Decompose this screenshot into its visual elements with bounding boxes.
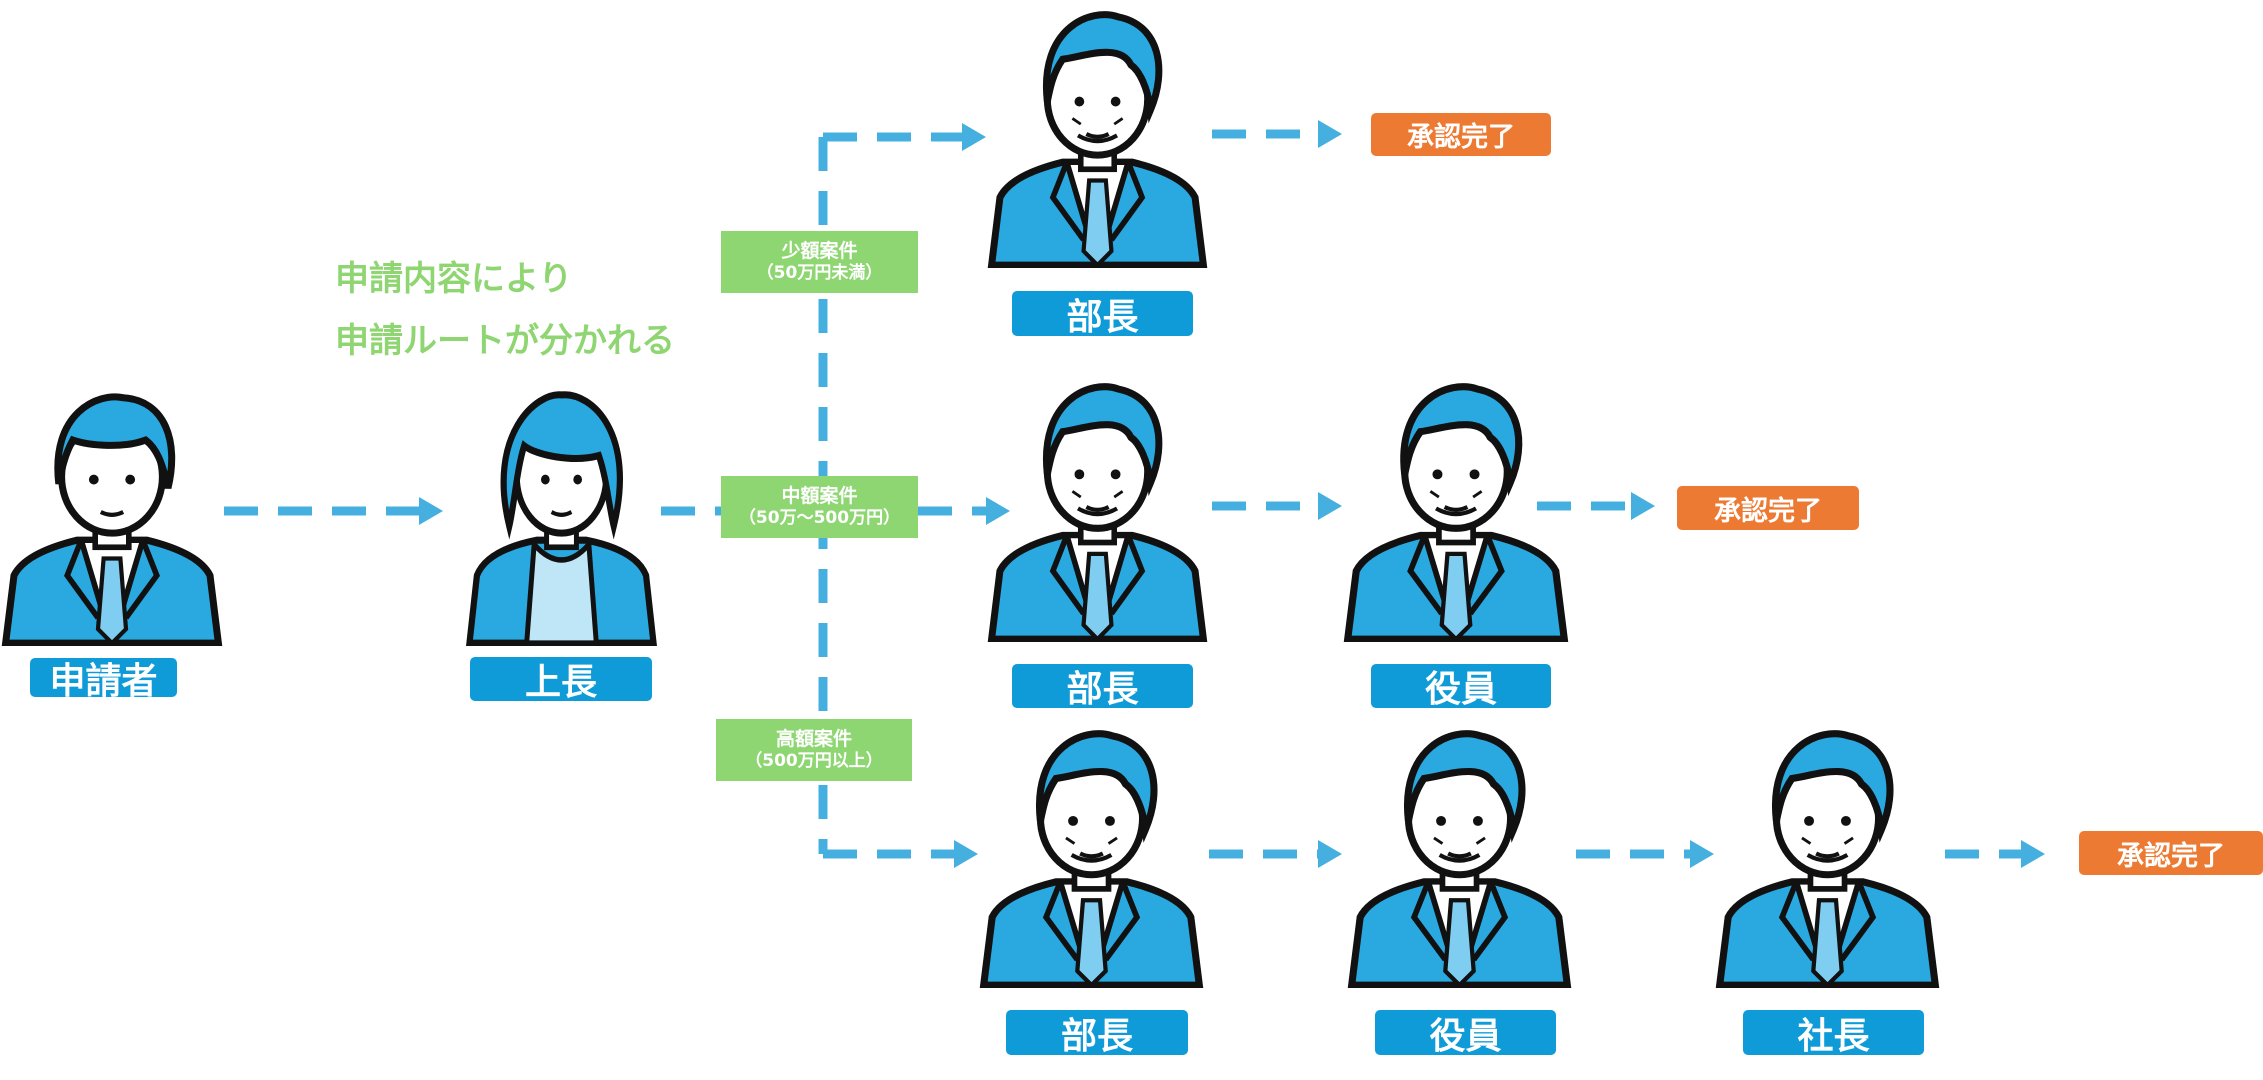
arrow-manager-top-to-complete-head-icon <box>1318 120 1342 148</box>
condition-large-range: （500万円以上） <box>745 751 883 772</box>
person-icon <box>1347 730 1572 988</box>
arrow-officer-low-to-president-head-icon <box>1690 840 1714 868</box>
manager-figure-top <box>986 0 1209 268</box>
arrow-to-manager-mid-head-icon <box>986 497 1010 525</box>
role-manager-low: 部長 <box>1006 1010 1188 1057</box>
applicant-figure <box>0 378 224 646</box>
arrow-applicant-to-supervisor-head-icon <box>419 497 443 525</box>
president-figure <box>1714 719 1941 988</box>
officer-figure-low <box>1346 719 1573 988</box>
role-officer-mid: 役員 <box>1371 664 1551 710</box>
role-president: 社長 <box>1743 1010 1924 1057</box>
route-note: 申請内容により 申請ルートが分かれる <box>335 248 675 372</box>
condition-large: 高額案件 （500万円以上） <box>716 719 912 781</box>
role-officer-low: 役員 <box>1375 1010 1556 1057</box>
arrow-to-manager-top-head-icon <box>962 123 986 151</box>
role-applicant: 申請者 <box>30 658 177 702</box>
arrow-officer-mid-to-complete-head-icon <box>1631 492 1655 520</box>
person-icon <box>987 11 1208 268</box>
arrow-to-manager-low-head-icon <box>954 840 978 868</box>
note-line-2: 申請ルートが分かれる <box>335 321 675 361</box>
role-manager-top: 部長 <box>1012 291 1193 338</box>
person-icon <box>1 393 223 646</box>
manager-figure-mid <box>986 372 1209 642</box>
person-icon <box>1343 383 1569 642</box>
officer-figure-mid <box>1342 372 1570 642</box>
condition-small-range: （50万円未満） <box>756 263 883 284</box>
condition-small-title: 少額案件 <box>781 239 858 262</box>
role-manager-mid: 部長 <box>1012 664 1193 710</box>
person-icon <box>466 391 657 646</box>
condition-small: 少額案件 （50万円未満） <box>721 231 918 293</box>
condition-large-title: 高額案件 <box>775 727 852 750</box>
condition-medium: 中額案件 （50万～500万円） <box>721 476 918 538</box>
complete-badge-large: 承認完了 <box>2079 831 2263 875</box>
person-icon <box>979 730 1204 988</box>
condition-medium-title: 中額案件 <box>781 484 858 507</box>
complete-badge-medium: 承認完了 <box>1677 486 1859 530</box>
note-line-1: 申請内容により <box>335 259 573 299</box>
arrow-manager-mid-to-officer-head-icon <box>1318 492 1342 520</box>
supervisor-figure <box>462 378 661 646</box>
person-icon <box>1715 730 1940 988</box>
complete-badge-small: 承認完了 <box>1371 113 1551 156</box>
arrow-president-to-complete-head-icon <box>2021 840 2045 868</box>
arrow-manager-low-to-officer-head-icon <box>1318 840 1342 868</box>
condition-medium-range: （50万～500万円） <box>738 508 901 529</box>
person-icon <box>987 383 1208 642</box>
role-supervisor: 上長 <box>470 657 652 703</box>
manager-figure-low <box>978 719 1205 988</box>
